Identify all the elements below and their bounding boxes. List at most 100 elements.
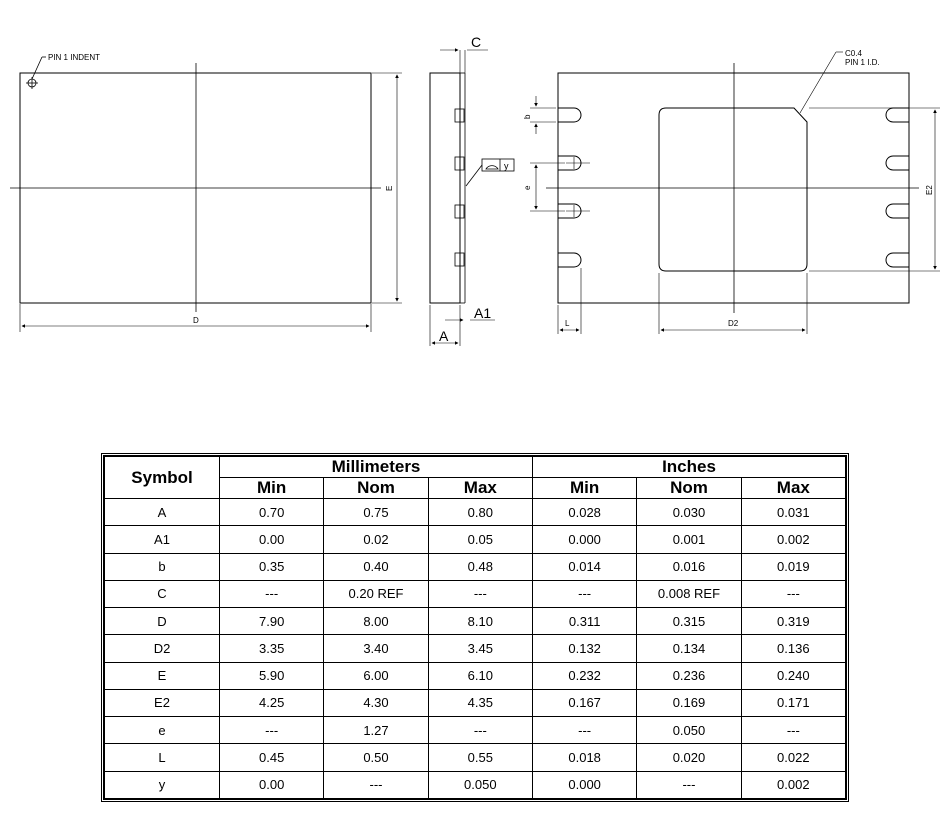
value-cell: 0.134 <box>636 634 742 663</box>
value-cell: 0.80 <box>427 497 533 527</box>
value-cell: 0.031 <box>740 497 847 527</box>
pad-left-4 <box>558 252 582 268</box>
pin1-id-label: PIN 1 I.D. <box>845 58 880 67</box>
value-cell: --- <box>740 579 847 609</box>
value-cell: 0.50 <box>323 743 429 772</box>
value-cell: 0.169 <box>636 688 742 718</box>
value-cell: 0.315 <box>636 607 742 636</box>
table-row: e---1.27------0.050--- <box>104 716 847 745</box>
value-cell: 4.35 <box>427 688 533 718</box>
in-max-header: Max <box>740 477 847 499</box>
side-view <box>429 48 515 346</box>
value-cell: --- <box>531 716 638 745</box>
mm-min-header: Min <box>218 477 325 499</box>
in-min-header: Min <box>531 477 638 499</box>
dim-y-label: y <box>504 161 509 171</box>
value-cell: 0.020 <box>636 743 742 772</box>
symbol-cell: C <box>104 579 220 609</box>
value-cell: --- <box>636 770 742 800</box>
side-view-body <box>429 72 461 304</box>
value-cell: 5.90 <box>218 661 325 690</box>
table-header-row-groups: Symbol Millimeters Inches <box>104 456 847 499</box>
value-cell: 0.167 <box>531 688 638 718</box>
symbol-cell: b <box>104 552 220 581</box>
value-cell: 0.028 <box>531 497 638 527</box>
value-cell: 0.55 <box>427 743 533 772</box>
symbol-cell: E <box>104 661 220 690</box>
value-cell: 0.018 <box>531 743 638 772</box>
dimension-table: Symbol Millimeters Inches Min Nom Max Mi… <box>104 456 847 800</box>
dim-e2-label: E2 <box>925 185 934 195</box>
value-cell: 0.05 <box>427 525 533 554</box>
dim-e-pitch-label: e <box>523 185 532 190</box>
value-cell: 0.236 <box>636 661 742 690</box>
pad-right-2 <box>885 155 909 171</box>
symbol-cell: L <box>104 743 220 772</box>
inches-header: Inches <box>531 456 847 478</box>
value-cell: 0.232 <box>531 661 638 690</box>
dim-a-label: A <box>439 328 449 344</box>
value-cell: 0.002 <box>740 770 847 800</box>
symbol-cell: D <box>104 607 220 636</box>
pin1-indent-label: PIN 1 INDENT <box>48 53 100 62</box>
value-cell: 0.319 <box>740 607 847 636</box>
value-cell: --- <box>531 579 638 609</box>
value-cell: 0.014 <box>531 552 638 581</box>
dim-l-label: L <box>565 319 570 328</box>
symbol-cell: y <box>104 770 220 800</box>
top-view <box>10 56 402 332</box>
table-header-row-sub: Min Nom Max Min Nom Max <box>105 477 847 499</box>
value-cell: 0.70 <box>218 497 325 527</box>
pad-right-1 <box>885 107 909 123</box>
value-cell: --- <box>323 770 429 800</box>
value-cell: 6.10 <box>427 661 533 690</box>
value-cell: --- <box>427 579 533 609</box>
millimeters-header: Millimeters <box>219 456 533 478</box>
value-cell: --- <box>218 716 325 745</box>
value-cell: 0.008 REF <box>636 579 742 609</box>
value-cell: 0.171 <box>740 688 847 718</box>
exposed-pad <box>658 107 808 272</box>
side-lead-2 <box>454 156 465 171</box>
value-cell: 4.30 <box>323 688 429 718</box>
value-cell: 7.90 <box>218 607 325 636</box>
pad-right-4 <box>885 252 909 268</box>
value-cell: --- <box>218 579 325 609</box>
symbol-cell: e <box>104 716 220 745</box>
dim-d2-label: D2 <box>728 319 739 328</box>
value-cell: 0.20 REF <box>323 579 429 609</box>
value-cell: 0.00 <box>218 525 325 554</box>
dimension-table-frame: Symbol Millimeters Inches Min Nom Max Mi… <box>101 453 849 802</box>
package-drawing: PIN 1 INDENT D E C y A1 A <box>10 34 940 346</box>
value-cell: 0.35 <box>218 552 325 581</box>
value-cell: 0.45 <box>218 743 325 772</box>
value-cell: 6.00 <box>323 661 429 690</box>
side-lead-1 <box>454 108 465 123</box>
pad-right-3 <box>885 203 909 219</box>
symbol-cell: D2 <box>104 634 220 663</box>
side-lead-3 <box>454 204 465 219</box>
symbol-cell: E2 <box>104 688 220 718</box>
value-cell: 3.40 <box>323 634 429 663</box>
value-cell: 0.050 <box>427 770 533 800</box>
in-nom-header: Nom <box>636 477 742 499</box>
value-cell: 0.016 <box>636 552 742 581</box>
pad-left-1 <box>558 107 582 123</box>
value-cell: 0.136 <box>740 634 847 663</box>
symbol-header: Symbol <box>104 456 220 499</box>
value-cell: 0.132 <box>531 634 638 663</box>
value-cell: 3.45 <box>427 634 533 663</box>
mm-max-header: Max <box>427 477 533 499</box>
dim-b-label: b <box>523 114 532 119</box>
value-cell: 3.35 <box>218 634 325 663</box>
value-cell: 1.27 <box>323 716 429 745</box>
